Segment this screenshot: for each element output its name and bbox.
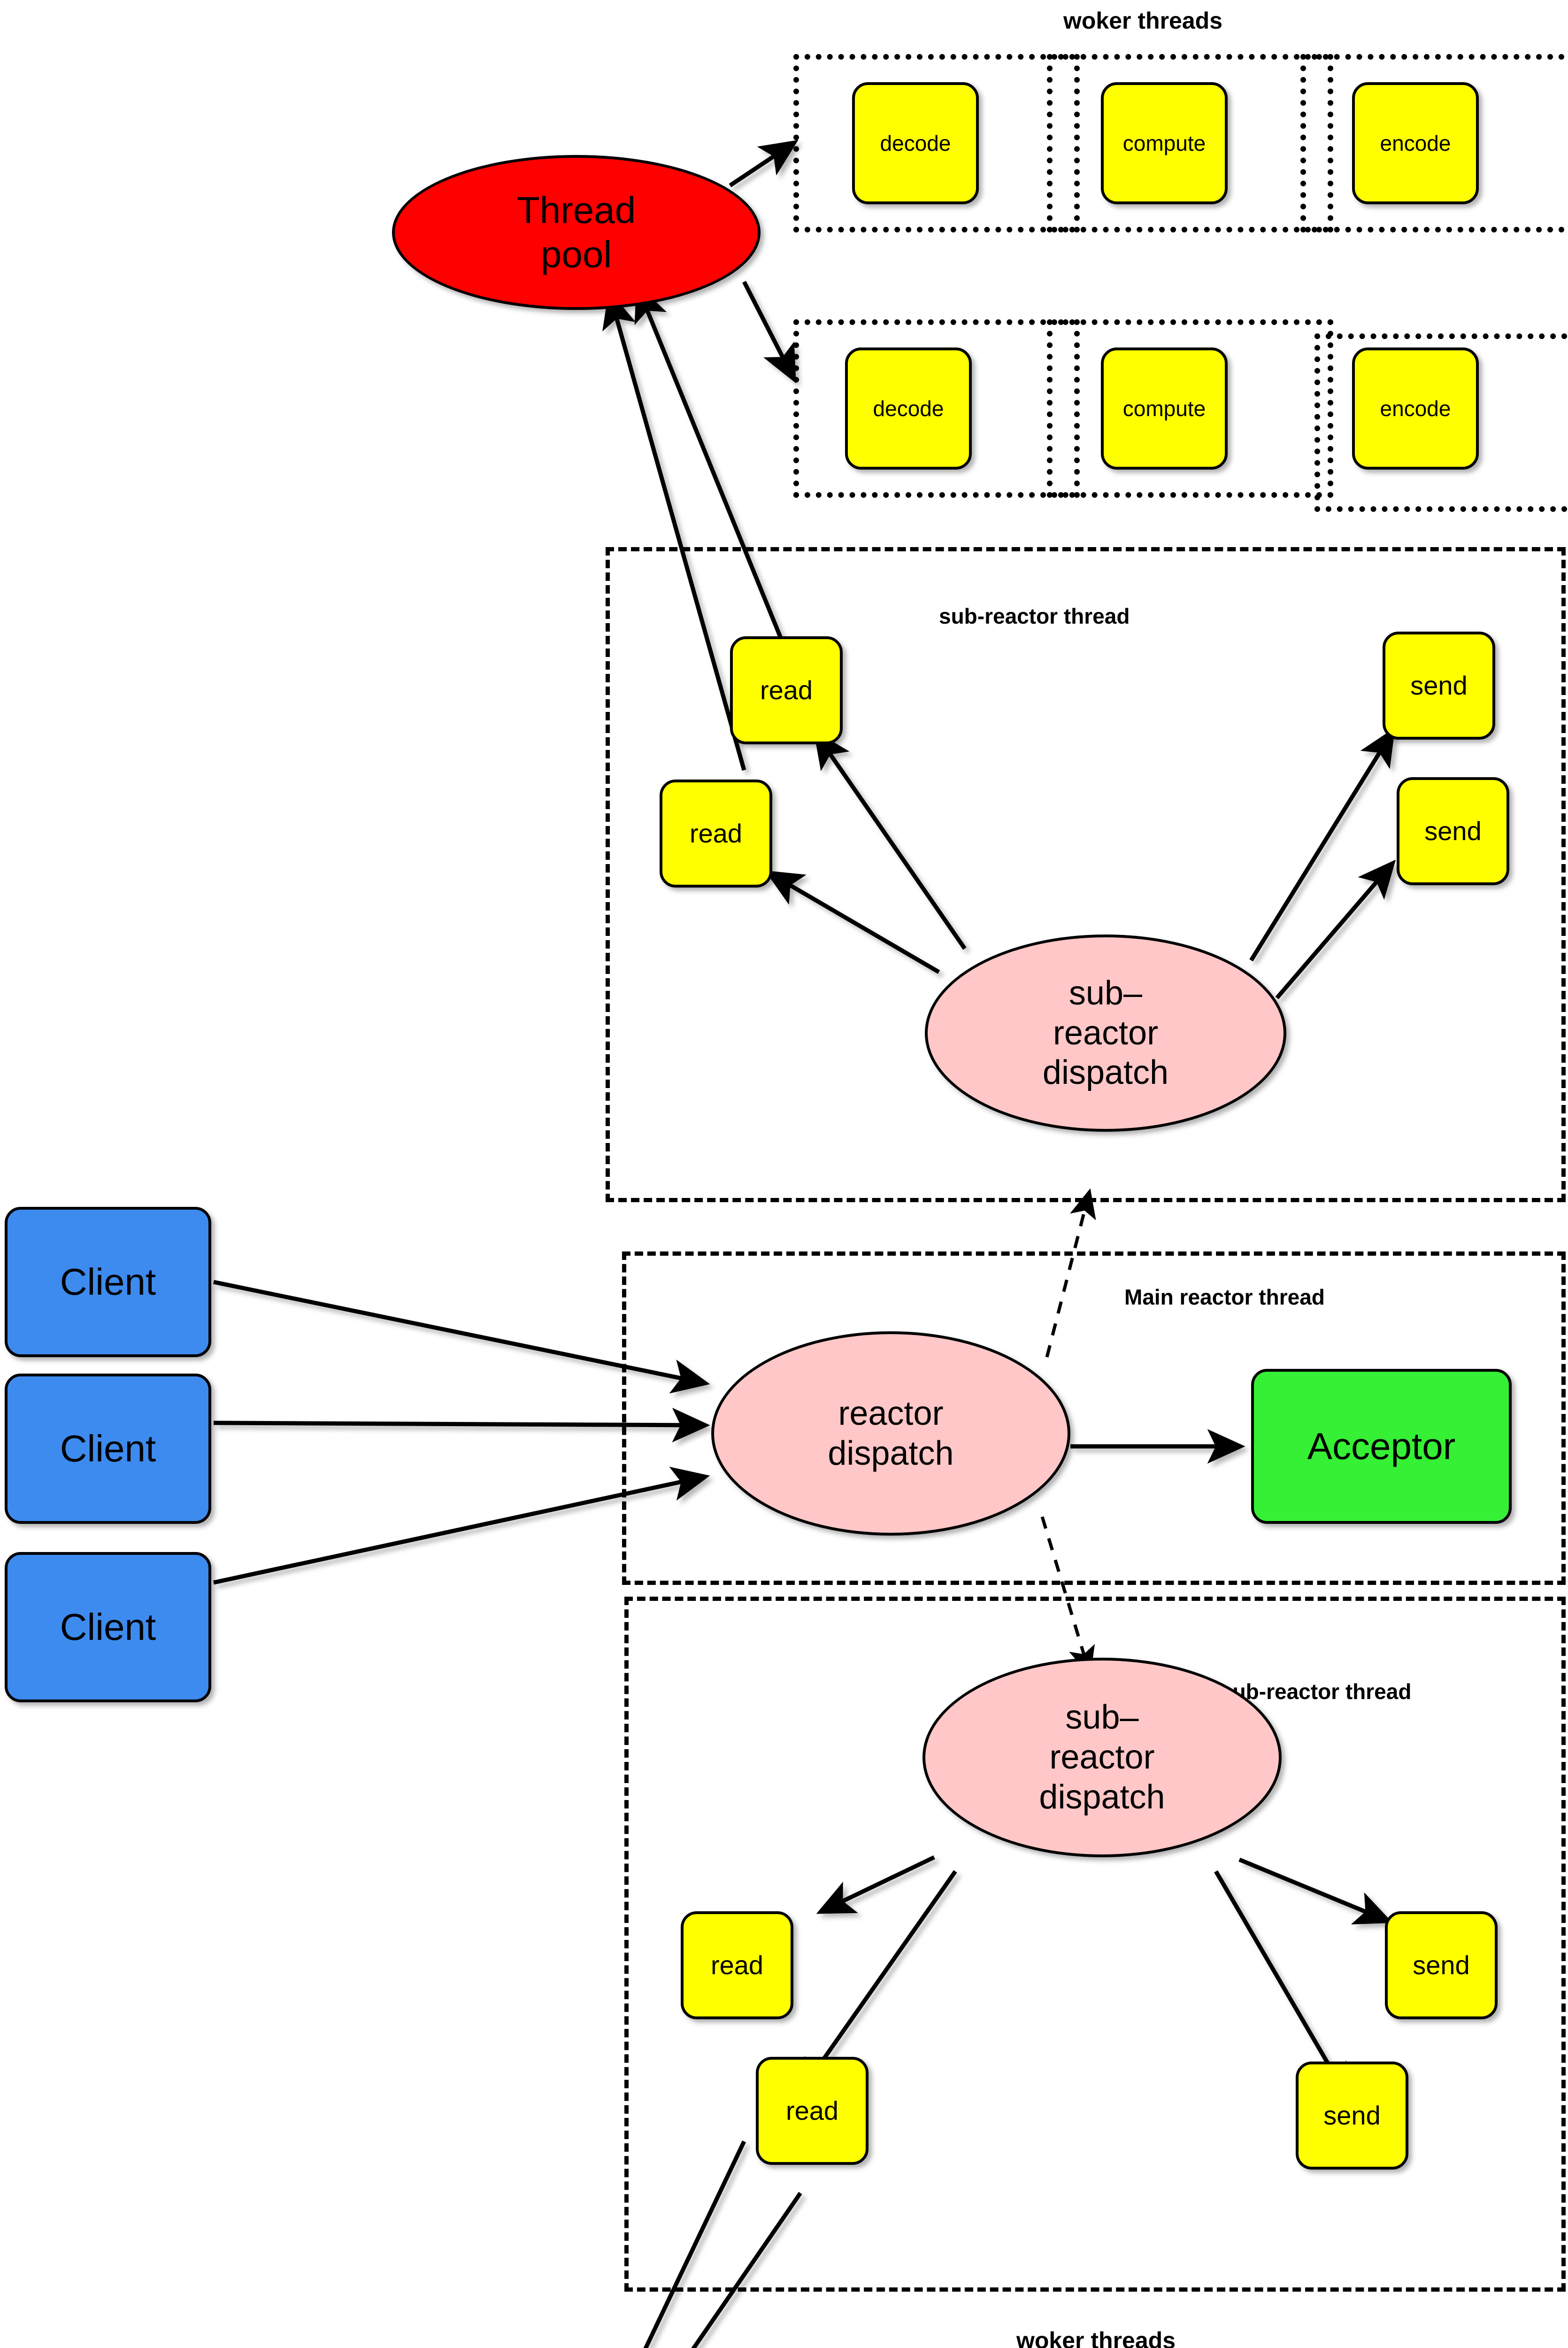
sub-reactor-bottom-send-2[interactable]: send <box>1296 2062 1408 2170</box>
worker-threads-bottom-title: woker threads <box>1016 2327 1176 2348</box>
sub-reactor-dispatch-bottom-line1: sub– <box>1065 1699 1139 1737</box>
sub-reactor-bottom-send-1[interactable]: send <box>1385 1911 1498 2019</box>
reactor-dispatch[interactable]: reactor dispatch <box>711 1331 1070 1536</box>
sub-reactor-top-send-1[interactable]: send <box>1383 632 1495 740</box>
thread-pool-top-line2: pool <box>540 233 612 275</box>
main-reactor-thread-group <box>622 1251 1566 1585</box>
sub-reactor-thread-bottom-group <box>624 1597 1566 2292</box>
worker-stage-cell <box>793 54 1080 232</box>
worker-stage-encode[interactable]: encode <box>1352 82 1479 204</box>
sub-reactor-bottom-read-2[interactable]: read <box>756 2057 869 2165</box>
sub-reactor-top-read-2[interactable]: read <box>660 780 772 888</box>
sub-reactor-dispatch-top-line3: dispatch <box>1042 1054 1169 1092</box>
sub-reactor-thread-top-group <box>606 547 1566 1202</box>
thread-pool-top-line1: Thread <box>516 189 636 231</box>
sub-reactor-dispatch-bottom[interactable]: sub– reactor dispatch <box>922 1658 1282 1857</box>
sub-reactor-dispatch-top-line2: reactor <box>1053 1014 1159 1052</box>
acceptor-node[interactable]: Acceptor <box>1251 1369 1512 1524</box>
worker-stage-decode[interactable]: decode <box>852 82 979 204</box>
sub-reactor-dispatch-top-line1: sub– <box>1068 974 1143 1012</box>
worker-threads-top-title: woker threads <box>1063 8 1223 34</box>
sub-reactor-dispatch-bottom-line2: reactor <box>1049 1738 1155 1776</box>
sub-reactor-dispatch-top[interactable]: sub– reactor dispatch <box>925 935 1286 1132</box>
sub-reactor-top-send-2[interactable]: send <box>1397 777 1509 885</box>
worker-stage-cell <box>1047 54 1333 232</box>
worker-stage-compute[interactable]: compute <box>1101 348 1228 470</box>
client-1[interactable]: Client <box>5 1207 211 1357</box>
worker-stage-cell <box>1314 333 1568 512</box>
worker-stage-decode[interactable]: decode <box>845 348 972 470</box>
reactor-dispatch-line2: dispatch <box>828 1434 954 1472</box>
sub-reactor-dispatch-bottom-line3: dispatch <box>1039 1778 1165 1816</box>
worker-stage-compute[interactable]: compute <box>1101 82 1228 204</box>
worker-stage-cell <box>1300 54 1568 232</box>
sub-reactor-top-read-1[interactable]: read <box>730 636 843 744</box>
main-reactor-thread-title: Main reactor thread <box>1124 1285 1325 1309</box>
client-2[interactable]: Client <box>5 1374 211 1524</box>
thread-pool-top[interactable]: Thread pool <box>392 155 761 310</box>
sub-reactor-thread-top-title: sub-reactor thread <box>939 604 1130 628</box>
worker-stage-cell <box>793 319 1080 498</box>
reactor-dispatch-line1: reactor <box>838 1394 944 1432</box>
sub-reactor-thread-bottom-title: sub-reactor thread <box>1221 1679 1412 1704</box>
client-3[interactable]: Client <box>5 1552 211 1702</box>
worker-stage-encode[interactable]: encode <box>1352 348 1479 470</box>
worker-stage-cell <box>1047 319 1333 498</box>
sub-reactor-bottom-read-1[interactable]: read <box>681 1911 793 2019</box>
